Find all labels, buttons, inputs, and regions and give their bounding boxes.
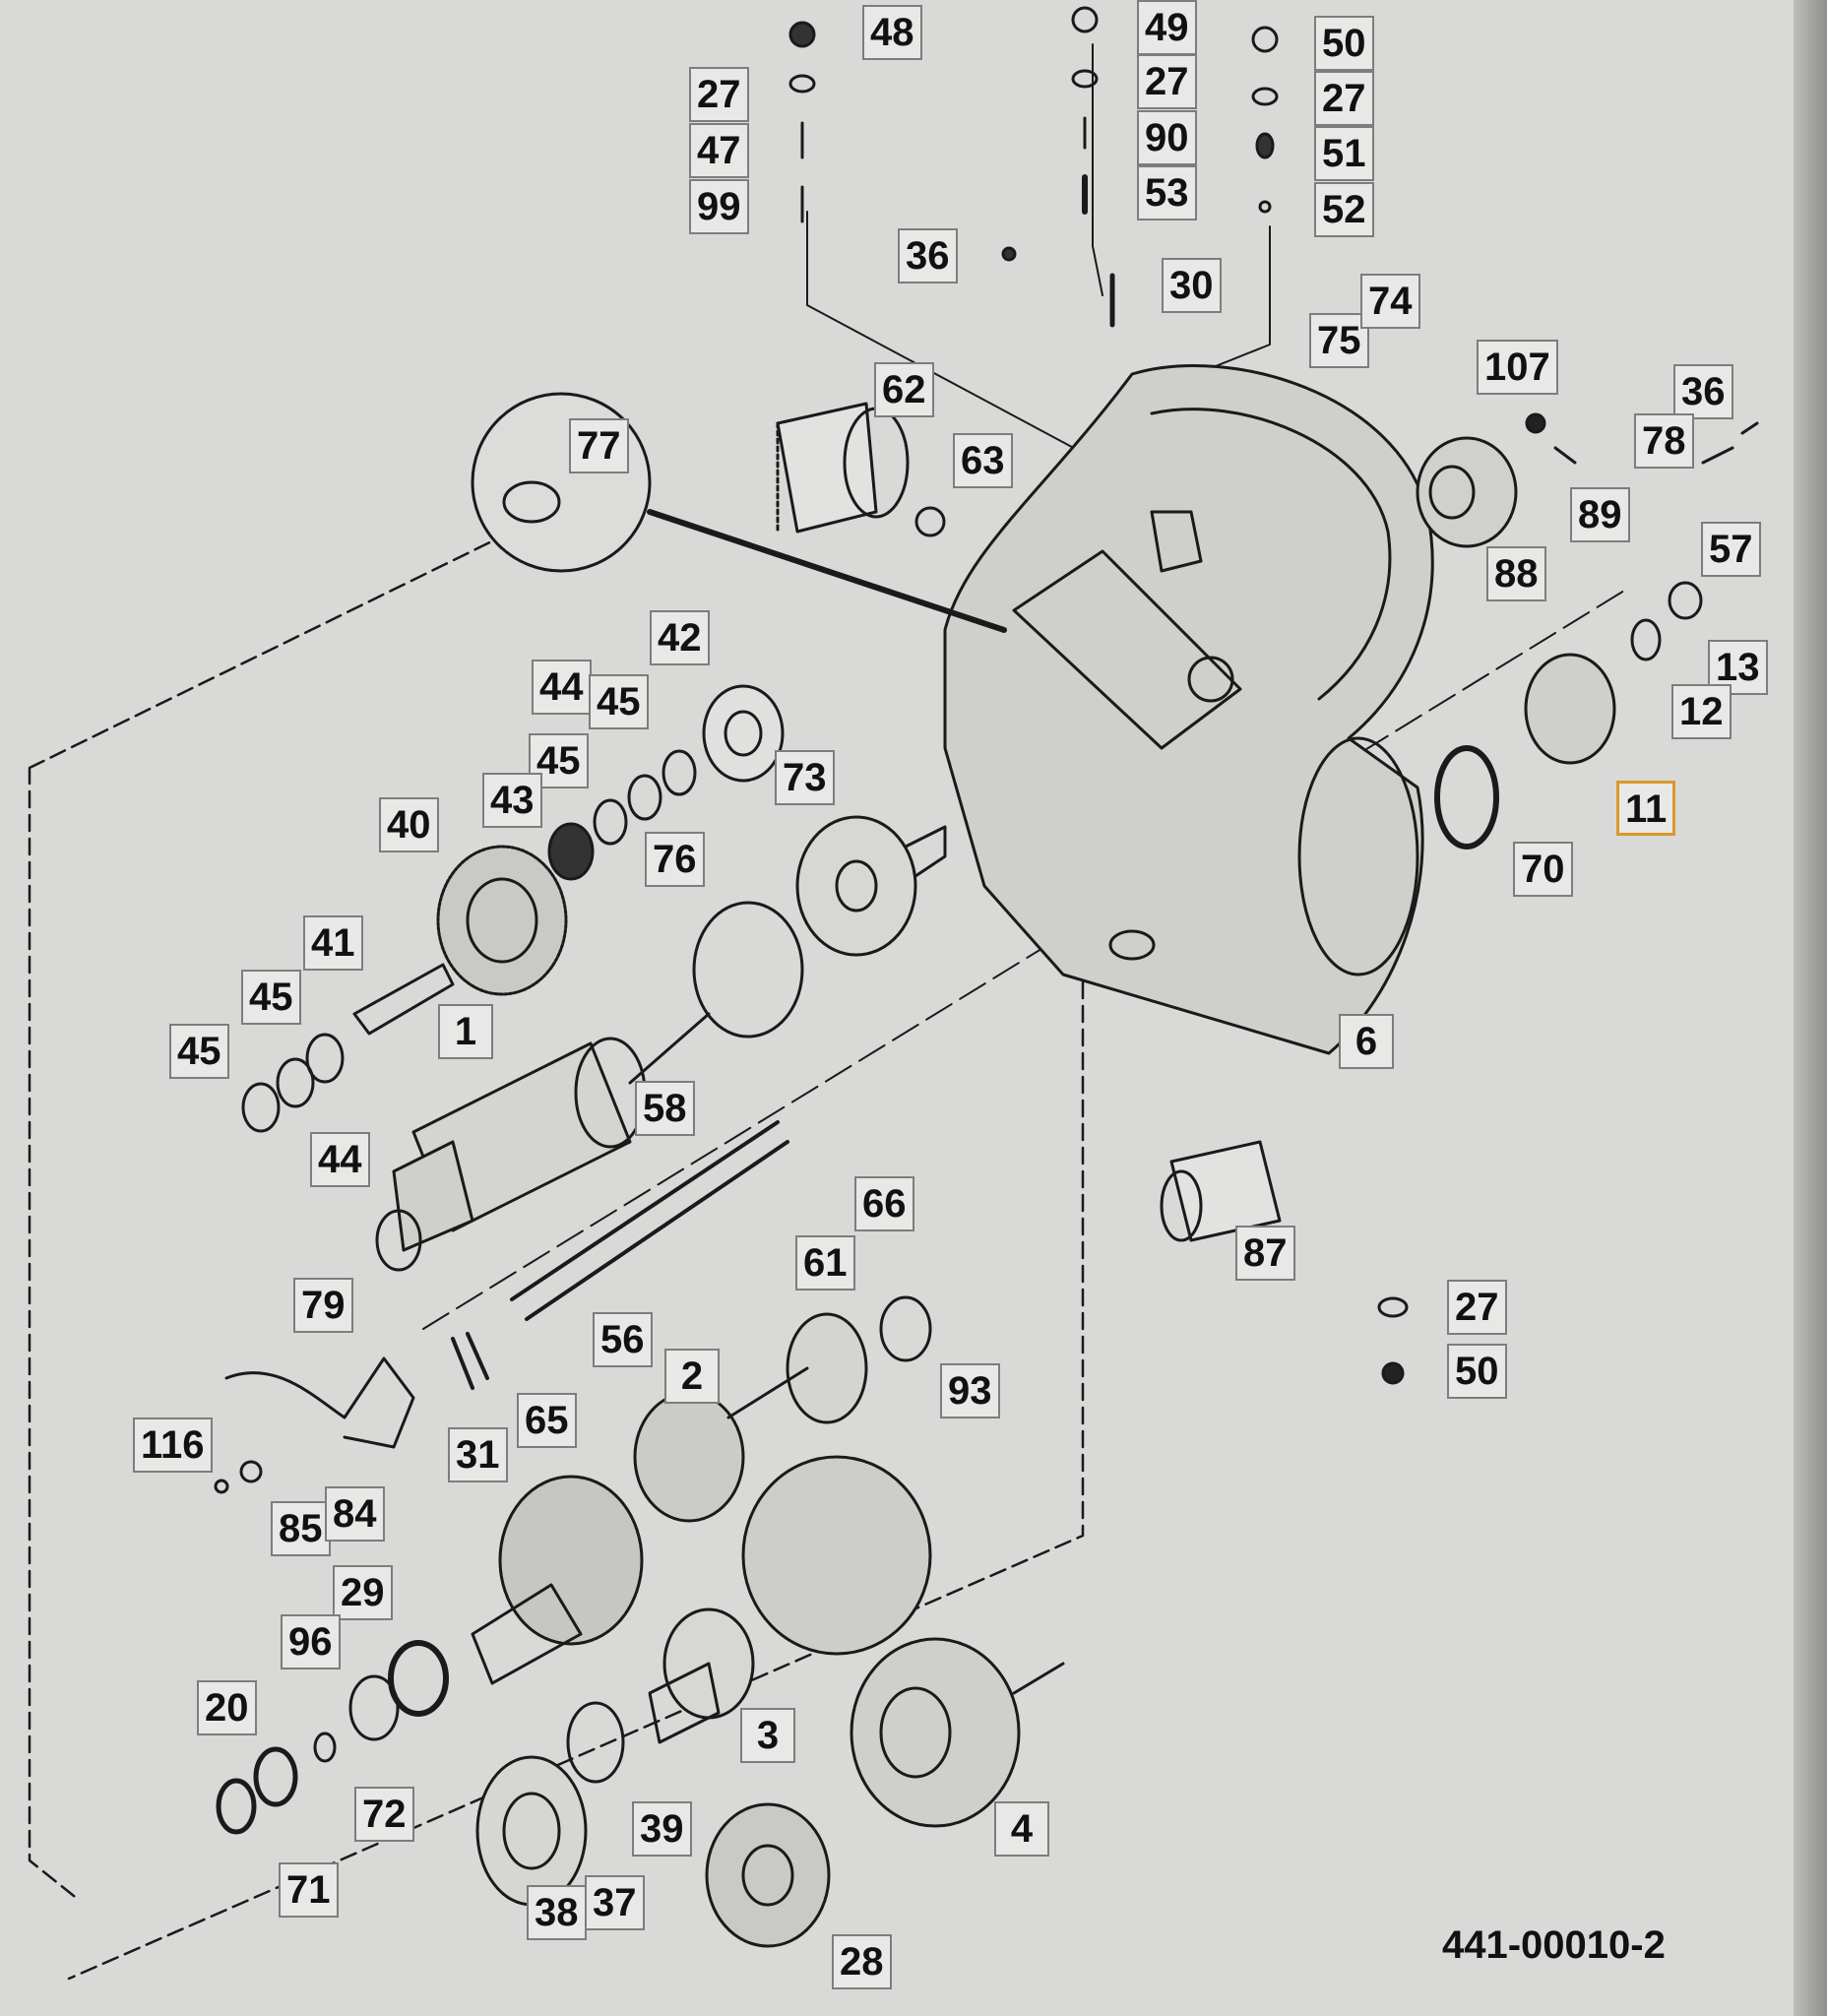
callout-1[interactable]: 1 <box>438 1004 493 1059</box>
callout-72[interactable]: 72 <box>354 1787 414 1842</box>
callout-12[interactable]: 12 <box>1671 684 1732 739</box>
callout-11-highlighted[interactable]: 11 <box>1616 781 1676 836</box>
o-ring-39 <box>566 1701 625 1784</box>
detail-circle-77 <box>471 392 1007 633</box>
callout-49[interactable]: 49 <box>1137 0 1197 55</box>
flange-73 <box>795 815 947 957</box>
callout-39[interactable]: 39 <box>632 1801 692 1857</box>
cover-37 <box>475 1755 588 1907</box>
top-fasteners <box>788 6 1279 328</box>
differential-4 <box>850 1637 1065 1828</box>
callout-99[interactable]: 99 <box>689 179 749 234</box>
callout-96[interactable]: 96 <box>281 1614 341 1670</box>
callout-27[interactable]: 27 <box>689 67 749 122</box>
callout-63[interactable]: 63 <box>953 433 1013 488</box>
callout-65[interactable]: 65 <box>517 1393 577 1448</box>
callout-41[interactable]: 41 <box>303 915 363 971</box>
callout-78[interactable]: 78 <box>1634 413 1694 469</box>
callout-84[interactable]: 84 <box>325 1486 385 1542</box>
gear-40 <box>436 845 568 996</box>
callout-2[interactable]: 2 <box>664 1349 720 1404</box>
callout-62[interactable]: 62 <box>874 362 934 417</box>
callout-44[interactable]: 44 <box>532 660 592 715</box>
callout-73[interactable]: 73 <box>775 750 835 805</box>
callout-74[interactable]: 74 <box>1360 274 1420 329</box>
callout-28[interactable]: 28 <box>832 1934 892 1989</box>
callout-85[interactable]: 85 <box>271 1501 331 1556</box>
callout-61[interactable]: 61 <box>795 1235 855 1291</box>
callout-47[interactable]: 47 <box>689 123 749 178</box>
callout-44b[interactable]: 44 <box>310 1132 370 1187</box>
callout-37[interactable]: 37 <box>585 1875 645 1930</box>
callout-88[interactable]: 88 <box>1486 546 1546 601</box>
callout-79[interactable]: 79 <box>293 1278 353 1333</box>
nut-63 <box>914 506 946 537</box>
callout-93[interactable]: 93 <box>940 1363 1000 1418</box>
callout-30[interactable]: 30 <box>1162 258 1222 313</box>
pin-41-rings <box>241 963 455 1133</box>
shift-fork-79 <box>214 1332 489 1494</box>
callout-53[interactable]: 53 <box>1137 165 1197 220</box>
right-side-parts <box>1416 412 1759 850</box>
callout-36b[interactable]: 36 <box>1673 364 1733 419</box>
callout-45c[interactable]: 45 <box>241 970 301 1025</box>
callout-56[interactable]: 56 <box>593 1312 653 1367</box>
callout-3[interactable]: 3 <box>740 1708 795 1763</box>
gear-31 <box>471 1475 644 1685</box>
callout-4[interactable]: 4 <box>994 1801 1049 1857</box>
callout-27d[interactable]: 27 <box>1447 1280 1507 1335</box>
bearings-group-42-45 <box>547 684 785 881</box>
o-ring-76 <box>692 901 804 1039</box>
main-shaft-1 <box>375 1012 711 1272</box>
gear-cluster-3 <box>648 1455 932 1744</box>
callout-45[interactable]: 45 <box>589 674 649 729</box>
callout-27b[interactable]: 27 <box>1137 54 1197 109</box>
callout-75[interactable]: 75 <box>1309 313 1369 368</box>
housing-part-6 <box>943 363 1434 1055</box>
o-ring-27-lower <box>1377 1296 1409 1318</box>
callout-76[interactable]: 76 <box>645 832 705 887</box>
gear-2 <box>633 1312 868 1523</box>
callout-27c[interactable]: 27 <box>1314 71 1374 126</box>
callout-42[interactable]: 42 <box>650 610 710 665</box>
callout-29[interactable]: 29 <box>333 1565 393 1620</box>
shaft-56 <box>510 1120 789 1321</box>
callout-70[interactable]: 70 <box>1513 842 1573 897</box>
callout-48[interactable]: 48 <box>862 5 922 60</box>
callout-20[interactable]: 20 <box>197 1680 257 1735</box>
callout-89[interactable]: 89 <box>1570 487 1630 542</box>
callout-45d[interactable]: 45 <box>169 1024 229 1079</box>
callout-87[interactable]: 87 <box>1235 1226 1295 1281</box>
bearings-lower-left <box>216 1640 449 1835</box>
callout-50[interactable]: 50 <box>1314 16 1374 71</box>
callout-90[interactable]: 90 <box>1137 110 1197 165</box>
callout-6[interactable]: 6 <box>1339 1014 1394 1069</box>
callout-57[interactable]: 57 <box>1701 522 1761 577</box>
callout-58[interactable]: 58 <box>635 1081 695 1136</box>
gear-28 <box>705 1802 831 1948</box>
o-ring-61 <box>879 1295 932 1362</box>
callout-52[interactable]: 52 <box>1314 182 1374 237</box>
callout-107[interactable]: 107 <box>1477 340 1558 395</box>
gear-62 <box>776 402 910 534</box>
callout-40[interactable]: 40 <box>379 797 439 852</box>
callout-38[interactable]: 38 <box>527 1885 587 1940</box>
callout-31[interactable]: 31 <box>448 1427 508 1482</box>
callout-51[interactable]: 51 <box>1314 126 1374 181</box>
nut-50-lower <box>1381 1361 1405 1385</box>
callout-116[interactable]: 116 <box>133 1418 213 1473</box>
sleeve-87 <box>1160 1140 1282 1242</box>
diagram-code-label: 441-00010-2 <box>1442 1923 1666 1967</box>
callout-43[interactable]: 43 <box>482 773 542 828</box>
screen-bezel <box>1794 0 1827 2016</box>
callout-71[interactable]: 71 <box>279 1862 339 1918</box>
callout-77[interactable]: 77 <box>569 418 629 473</box>
callout-50b[interactable]: 50 <box>1447 1344 1507 1399</box>
callout-36[interactable]: 36 <box>898 228 958 284</box>
callout-66[interactable]: 66 <box>854 1176 914 1231</box>
